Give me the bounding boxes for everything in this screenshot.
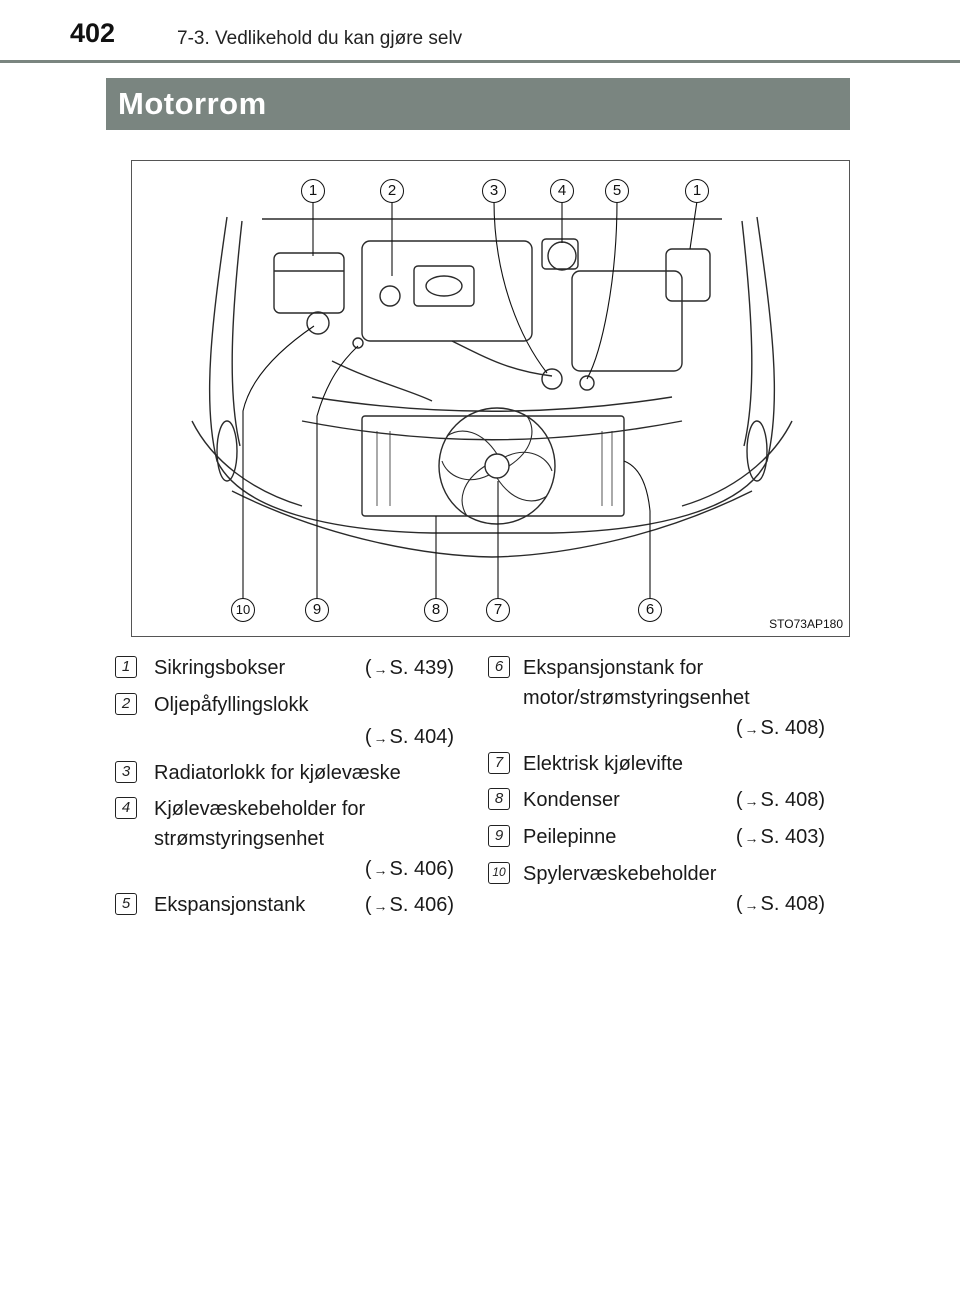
reference-text: S. 404 bbox=[389, 726, 448, 748]
arrow-icon: → bbox=[373, 898, 388, 914]
callout-bottom-8: 8 bbox=[424, 598, 448, 622]
item-number-badge: 7 bbox=[488, 752, 510, 774]
item-label: motor/strømstyringsenhet bbox=[523, 687, 750, 709]
reference-text: S. 403 bbox=[760, 826, 819, 848]
callout-top-5: 5 bbox=[605, 179, 629, 203]
reference-text: S. 406 bbox=[389, 894, 448, 916]
callout-top-1: 1 bbox=[301, 179, 325, 203]
page-reference: (→S. 404) bbox=[365, 722, 454, 753]
page-number: 402 bbox=[70, 18, 116, 48]
page-reference: (→S. 408) bbox=[736, 785, 825, 816]
paren-open: ( bbox=[735, 826, 743, 848]
paren-close: ) bbox=[818, 893, 825, 915]
item-number-badge: 1 bbox=[115, 656, 137, 678]
chapter-title: 7-3. Vedlikehold du kan gjøre selv bbox=[177, 28, 463, 49]
page-reference: (→S. 408) bbox=[736, 713, 825, 744]
callout-bottom-10: 10 bbox=[231, 598, 255, 622]
arrow-icon: → bbox=[744, 897, 759, 913]
item-label: Peilepinne bbox=[523, 826, 617, 848]
paren-close: ) bbox=[447, 726, 454, 748]
paren-open: ( bbox=[364, 858, 372, 880]
item-label: strømstyringsenhet bbox=[154, 828, 325, 850]
arrow-icon: → bbox=[373, 862, 388, 878]
page-reference: (→S. 408) bbox=[736, 889, 825, 920]
item-label: Radiatorlokk for kjølevæske bbox=[154, 762, 401, 784]
callout-top-3: 3 bbox=[482, 179, 506, 203]
figure-code: STO73AP180 bbox=[769, 617, 843, 631]
section-title: Motorrom bbox=[106, 78, 850, 130]
arrow-icon: → bbox=[744, 830, 759, 846]
paren-open: ( bbox=[364, 726, 372, 748]
item-number-badge: 10 bbox=[488, 862, 510, 884]
paren-close: ) bbox=[447, 858, 454, 880]
paren-open: ( bbox=[735, 893, 743, 915]
item-number-badge: 8 bbox=[488, 788, 510, 810]
header-rule bbox=[0, 60, 960, 63]
paren-close: ) bbox=[818, 826, 825, 848]
item-number-badge: 9 bbox=[488, 825, 510, 847]
paren-open: ( bbox=[735, 717, 743, 739]
item-number-badge: 6 bbox=[488, 656, 510, 678]
item-label: Ekspansjonstank for bbox=[523, 657, 704, 679]
item-label: Sikringsbokser bbox=[154, 657, 286, 679]
callout-bottom-6: 6 bbox=[638, 598, 662, 622]
paren-open: ( bbox=[735, 789, 743, 811]
page-reference: (→S. 439) bbox=[365, 653, 454, 684]
reference-text: S. 408 bbox=[760, 893, 819, 915]
callout-bottom-7: 7 bbox=[486, 598, 510, 622]
paren-open: ( bbox=[364, 657, 372, 679]
reference-text: S. 408 bbox=[760, 717, 819, 739]
item-label: Spylervæskebeholder bbox=[523, 863, 717, 885]
callout-top-1b: 1 bbox=[685, 179, 709, 203]
item-number-badge: 2 bbox=[115, 693, 137, 715]
page-reference: (→S. 406) bbox=[365, 890, 454, 921]
reference-text: S. 406 bbox=[389, 858, 448, 880]
item-label: Kondenser bbox=[523, 789, 620, 811]
arrow-icon: → bbox=[373, 730, 388, 746]
callout-top-2: 2 bbox=[380, 179, 404, 203]
paren-close: ) bbox=[818, 717, 825, 739]
item-number-badge: 5 bbox=[115, 893, 137, 915]
paren-close: ) bbox=[818, 789, 825, 811]
paren-close: ) bbox=[447, 894, 454, 916]
item-label: Elektrisk kjølevifte bbox=[523, 753, 684, 775]
item-label: Ekspansjonstank bbox=[154, 894, 306, 916]
paren-close: ) bbox=[447, 657, 454, 679]
page-reference: (→S. 406) bbox=[365, 854, 454, 885]
reference-text: S. 439 bbox=[389, 657, 448, 679]
callout-bottom-9: 9 bbox=[305, 598, 329, 622]
reference-text: S. 408 bbox=[760, 789, 819, 811]
arrow-icon: → bbox=[744, 793, 759, 809]
callout-top-4: 4 bbox=[550, 179, 574, 203]
arrow-icon: → bbox=[373, 661, 388, 677]
item-number-badge: 3 bbox=[115, 761, 137, 783]
item-number-badge: 4 bbox=[115, 797, 137, 819]
item-label: Oljepåfyllingslokk bbox=[154, 694, 309, 716]
paren-open: ( bbox=[364, 894, 372, 916]
page-reference: (→S. 403) bbox=[736, 822, 825, 853]
engine-bay-illustration: 1 2 3 4 5 1 10 9 8 7 6 STO73AP180 bbox=[131, 160, 850, 637]
engine-bay-drawing bbox=[191, 200, 793, 601]
item-label: Kjølevæskebeholder for bbox=[154, 798, 366, 820]
arrow-icon: → bbox=[744, 721, 759, 737]
